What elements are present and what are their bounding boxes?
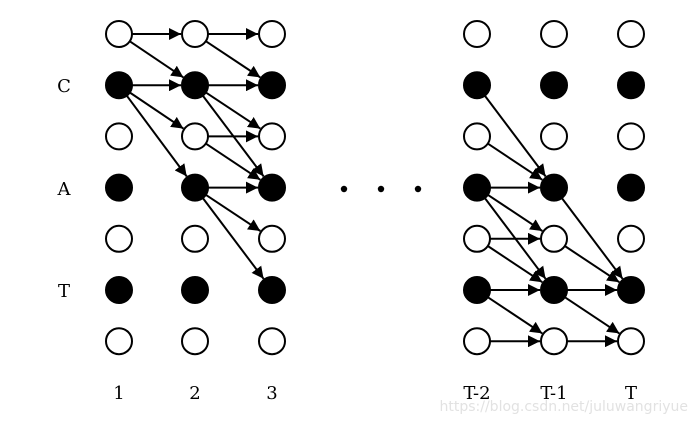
- transition-arrow: [487, 245, 543, 284]
- empty-state-node: [181, 327, 209, 356]
- filled-state-node: [258, 276, 286, 304]
- filled-state-node: [463, 173, 491, 202]
- transition-arrow: [205, 193, 261, 232]
- empty-state-node: [617, 122, 645, 151]
- transition-arrow: [564, 245, 620, 284]
- edges-layer: [125, 28, 624, 348]
- transition-arrow: [205, 40, 261, 79]
- filled-state-node: [617, 71, 645, 100]
- filled-state-node: [258, 173, 286, 202]
- filled-state-node: [540, 173, 568, 202]
- row-label-t: T: [58, 281, 70, 302]
- transition-arrow: [487, 142, 543, 181]
- filled-state-node: [463, 276, 491, 304]
- filled-state-node: [617, 173, 645, 202]
- row-label-c: C: [57, 76, 71, 97]
- filled-state-node: [181, 276, 209, 304]
- empty-state-node: [105, 327, 133, 356]
- filled-state-node: [105, 276, 133, 304]
- transition-arrow: [205, 91, 261, 130]
- empty-state-node: [617, 20, 645, 48]
- empty-state-node: [258, 224, 286, 253]
- transition-arrow: [561, 197, 624, 280]
- filled-state-node: [540, 276, 568, 304]
- ellipsis-dot: [377, 185, 385, 193]
- empty-state-node: [540, 224, 568, 253]
- empty-state-node: [540, 20, 568, 48]
- empty-state-node: [463, 224, 491, 253]
- column-label: T-2: [463, 383, 490, 404]
- empty-state-node: [463, 327, 491, 356]
- transition-arrow: [487, 296, 543, 335]
- empty-state-node: [181, 122, 209, 151]
- filled-state-node: [181, 173, 209, 202]
- transition-arrow: [125, 95, 188, 177]
- empty-state-node: [258, 122, 286, 151]
- ellipsis-dots: [340, 185, 422, 193]
- empty-state-node: [105, 20, 133, 48]
- filled-state-node: [463, 71, 491, 100]
- column-label: 1: [113, 383, 124, 404]
- watermark-text: https://blog.csdn.net/juluwangriyue: [440, 399, 689, 415]
- row-label-a: A: [57, 179, 72, 200]
- empty-state-node: [105, 224, 133, 253]
- transition-arrow: [564, 296, 620, 335]
- transition-arrow: [129, 40, 184, 79]
- column-label: 3: [266, 383, 277, 404]
- transition-arrow: [487, 193, 543, 232]
- filled-state-node: [617, 276, 645, 304]
- empty-state-node: [463, 20, 491, 48]
- empty-state-node: [105, 122, 133, 151]
- nodes-layer: [105, 20, 645, 356]
- empty-state-node: [617, 224, 645, 253]
- empty-state-node: [617, 327, 645, 356]
- filled-state-node: [258, 71, 286, 100]
- transition-arrow: [484, 94, 547, 178]
- filled-state-node: [540, 71, 568, 100]
- empty-state-node: [181, 20, 209, 48]
- empty-state-node: [540, 122, 568, 151]
- ellipsis-dot: [340, 185, 348, 193]
- empty-state-node: [258, 327, 286, 356]
- column-label: T: [625, 383, 637, 404]
- transition-arrow: [202, 197, 265, 280]
- ellipsis-dot: [414, 185, 422, 193]
- transition-arrow: [129, 91, 184, 130]
- filled-state-node: [105, 173, 133, 202]
- filled-state-node: [181, 71, 209, 100]
- empty-state-node: [540, 327, 568, 356]
- column-label: 2: [189, 383, 200, 404]
- column-label: T-1: [540, 383, 567, 404]
- empty-state-node: [181, 224, 209, 253]
- empty-state-node: [463, 122, 491, 151]
- empty-state-node: [258, 20, 286, 48]
- transition-arrow: [205, 142, 261, 181]
- filled-state-node: [105, 71, 133, 100]
- labels-layer: C A T 1 2 3 T-2 T-1 T: [57, 76, 638, 404]
